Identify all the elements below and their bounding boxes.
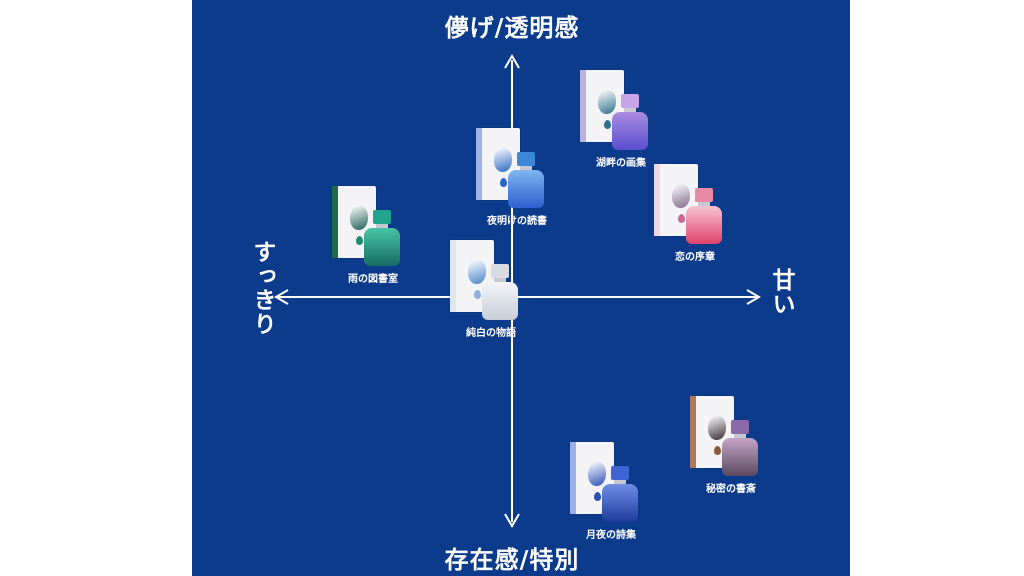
perfume-bottle xyxy=(508,152,544,208)
product-tsukiyo-no-shishu: 月夜の詩集 xyxy=(566,442,656,552)
product-kohan-no-gashu: 湖畔の画集 xyxy=(576,70,666,180)
perfume-bottle xyxy=(364,210,400,266)
product-yoake-no-dokusho: 夜明けの読書 xyxy=(472,128,562,238)
arrow-up-icon xyxy=(504,54,520,69)
product-name: 雨の図書室 xyxy=(348,274,398,285)
product-name: 純白の物語 xyxy=(466,328,516,339)
product-ame-no-toshoshitsu: 雨の図書室 xyxy=(328,186,418,296)
arrow-left-icon xyxy=(274,289,289,305)
drop-logo-icon xyxy=(604,120,611,129)
product-name: 月夜の詩集 xyxy=(586,530,636,541)
axis-label-bottom: 存在感/特別 xyxy=(444,545,580,574)
perfume-bottle xyxy=(722,420,758,476)
box-window-art xyxy=(350,206,368,230)
product-name: 秘密の書斎 xyxy=(706,484,756,495)
drop-logo-icon xyxy=(714,446,721,455)
box-window-art xyxy=(672,184,690,208)
axis-label-left: すっきり xyxy=(249,240,276,336)
perfume-bottle xyxy=(686,188,722,244)
drop-logo-icon xyxy=(500,178,507,187)
product-koi-no-josho: 恋の序章 xyxy=(650,164,740,274)
product-name: 恋の序章 xyxy=(675,252,715,263)
drop-logo-icon xyxy=(356,236,363,245)
positioning-map: 儚げ/透明感 存在感/特別 すっきり 甘い 湖畔の画集 xyxy=(192,0,850,576)
perfume-bottle xyxy=(602,466,638,522)
drop-logo-icon xyxy=(474,290,481,299)
box-window-art xyxy=(598,90,616,114)
drop-logo-icon xyxy=(594,492,601,501)
perfume-bottle xyxy=(612,94,648,150)
arrow-right-icon xyxy=(746,289,761,305)
product-himitsu-no-shosai: 秘密の書斎 xyxy=(686,396,776,506)
box-window-art xyxy=(468,260,486,284)
product-name: 夜明けの読書 xyxy=(487,216,547,227)
box-window-art xyxy=(708,416,726,440)
perfume-bottle xyxy=(482,264,518,320)
drop-logo-icon xyxy=(678,214,685,223)
box-window-art xyxy=(494,148,512,172)
product-box xyxy=(690,396,734,468)
axis-label-top: 儚げ/透明感 xyxy=(444,13,580,42)
box-window-art xyxy=(588,462,606,486)
product-name: 湖畔の画集 xyxy=(596,158,646,169)
axis-label-right: 甘い xyxy=(768,268,795,316)
product-junpaku-no-monogatari: 純白の物語 xyxy=(446,240,536,350)
arrow-down-icon xyxy=(504,513,520,528)
